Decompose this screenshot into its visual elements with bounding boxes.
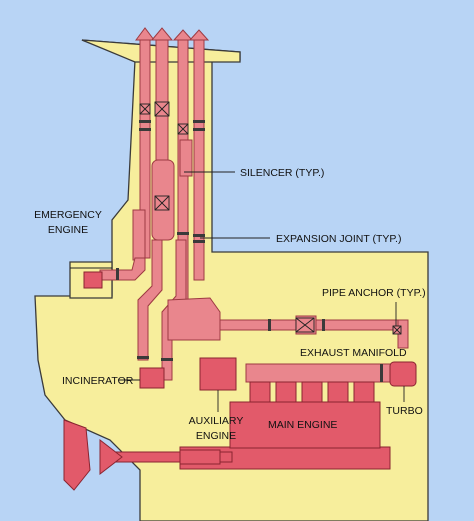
exhaust-pipe-4 [193,39,205,281]
cylinder-4 [327,381,349,403]
label-incinerator: INCINERATOR [62,375,134,387]
exhaust-manifold [245,363,397,383]
cylinder-5 [353,381,375,403]
pipe-1-cap [135,27,155,41]
auxiliary-engine [199,357,237,391]
label-emergency-1: EMERGENCY [34,209,102,221]
label-aux-2: ENGINE [196,430,236,442]
label-aux-1: AUXILIARY [189,415,244,427]
label-turbo: TURBO [386,405,423,417]
exhaust-pipe-2 [155,39,169,161]
label-pipe-anchor: PIPE ANCHOR (TYP.) [322,287,426,299]
label-exhaust-manifold: EXHAUST MANIFOLD [300,347,407,359]
emergency-silencer [132,209,146,261]
exhaust-boiler [167,297,221,341]
main-engine-block [229,401,381,449]
label-expansion-joint: EXPANSION JOINT (TYP.) [276,233,401,245]
cylinder-1 [249,381,271,403]
turbocharger [389,361,417,387]
label-main-engine: MAIN ENGINE [268,419,337,431]
shaft-coupling [179,449,221,465]
propeller [99,438,123,476]
pipe-2-cap [150,27,174,41]
cylinder-3 [301,381,323,403]
rudder [63,419,91,491]
pipe-anchors [139,101,402,335]
label-silencer: SILENCER (TYP.) [240,167,324,179]
pipe-3-cap [172,29,194,41]
cylinder-2 [275,381,297,403]
label-emergency-2: ENGINE [48,224,88,236]
emergency-engine [83,271,103,289]
expansion-joints [116,120,383,382]
incinerator-exhaust-pipe [137,239,163,361]
incinerator [139,367,165,389]
pipe-4-cap [188,29,210,41]
silencer-small [179,139,193,177]
